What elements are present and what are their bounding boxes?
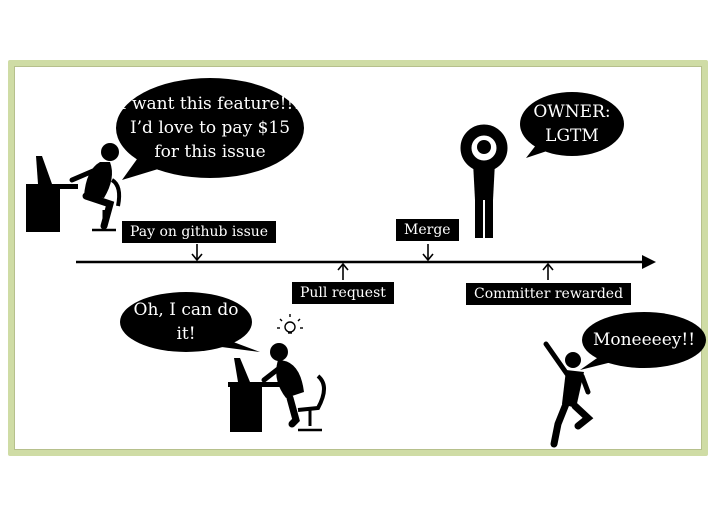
committer-bubble: Moneeeey!! xyxy=(584,322,704,358)
owner-bubble-shape xyxy=(520,92,624,158)
merge-arrow-icon xyxy=(422,244,434,262)
developer-bubble: Oh, I can do it! xyxy=(122,300,250,344)
pay-arrow-icon xyxy=(191,244,203,262)
developer-bubble-shape xyxy=(120,292,260,352)
owner-circle-hands-icon xyxy=(460,124,508,238)
customer-bubble-shape xyxy=(116,78,304,180)
thinking-person-at-desk-icon xyxy=(228,343,326,432)
lightbulb-icon xyxy=(277,314,303,334)
committer-bubble-text: Moneeeey!! xyxy=(592,330,696,350)
person-at-desk-icon xyxy=(26,143,122,232)
pull-request-label: Pull request xyxy=(292,282,394,304)
committer-rewarded-label: Committer rewarded xyxy=(466,283,632,305)
developer-bubble-text: Oh, I can do it! xyxy=(133,300,239,344)
pull-request-arrow-icon xyxy=(337,262,349,280)
pay-label: Pay on github issue xyxy=(122,221,277,243)
committer-bubble-shape xyxy=(580,312,706,370)
customer-bubble: I want this feature!!! I’d love to pay $… xyxy=(118,80,302,176)
merge-label: Merge xyxy=(396,219,459,241)
customer-bubble-text: I want this feature!!! I’d love to pay $… xyxy=(119,94,301,162)
timeline xyxy=(76,255,656,269)
owner-bubble: OWNER: LGTM xyxy=(522,94,622,154)
owner-bubble-text: OWNER: LGTM xyxy=(533,102,611,146)
jumping-person-icon xyxy=(543,341,594,448)
committer-rewarded-arrow-icon xyxy=(542,262,554,280)
